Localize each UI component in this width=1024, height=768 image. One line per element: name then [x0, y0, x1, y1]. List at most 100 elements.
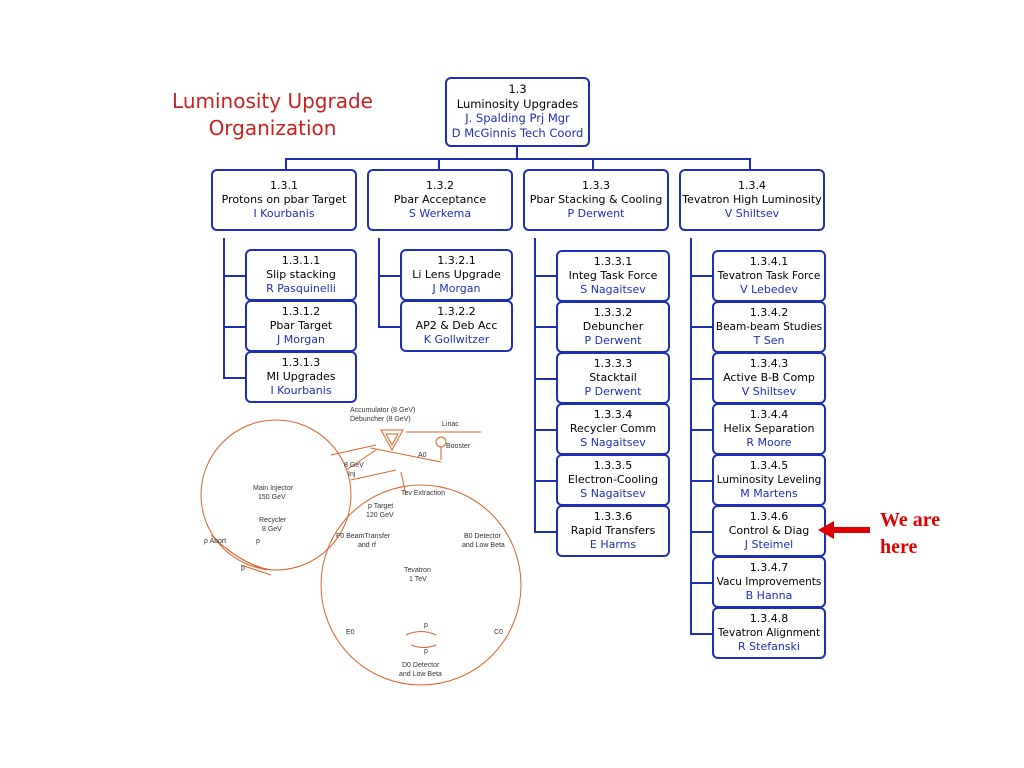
org-box-1-3-4-4: 1.3.4.4 Helix Separation R Moore [712, 403, 826, 455]
we-are-line-2: here [880, 536, 918, 558]
connector [223, 326, 245, 328]
map-label-f0-rf: and rf [358, 542, 376, 549]
connector [223, 377, 245, 379]
connector [690, 326, 712, 328]
map-label-inj: Inj [348, 471, 356, 478]
box-person: P Derwent [567, 207, 625, 220]
box-number: 1.3.2.1 [437, 254, 476, 267]
box-person: S Nagaitsev [580, 283, 646, 296]
box-person: R Pasquinelli [266, 282, 336, 295]
map-label-d0: D0 Detector [402, 662, 440, 669]
org-box-1-3-1-1: 1.3.1.1 Slip stacking R Pasquinelli [245, 249, 357, 301]
map-label-p-abort: p Abort [204, 538, 226, 545]
box-number: 1.3.4.6 [749, 510, 789, 523]
connector [223, 238, 225, 379]
org-box-1-3-2: 1.3.2 Pbar Acceptance S Werkema [367, 169, 513, 231]
map-label-booster: Booster [446, 443, 471, 450]
org-box-1-3-4-5: 1.3.4.5 Luminosity Leveling M Martens [712, 454, 826, 506]
box-person: T Sen [753, 334, 785, 347]
accelerator-map: Accumulator (8 GeV) Debuncher (8 GeV) Li… [200, 407, 522, 686]
map-label-p-target-energy: 120 GeV [366, 512, 394, 519]
box-number: 1.3.4.2 [749, 306, 789, 319]
box-person: M Martens [740, 487, 798, 500]
box-person: J. Spalding Prj Mgr [465, 111, 570, 125]
org-box-1-3-1-2: 1.3.1.2 Pbar Target J Morgan [245, 300, 357, 352]
connector [438, 158, 440, 170]
box-number: 1.3.2.2 [437, 305, 476, 318]
box-name: Debuncher [582, 320, 644, 333]
map-label-tevatron-energy: 1 TeV [409, 576, 427, 583]
connector [690, 582, 712, 584]
connector [534, 275, 556, 277]
connector [378, 326, 400, 328]
box-number: 1.3.3.2 [593, 306, 633, 319]
connector [749, 158, 751, 170]
connector [690, 275, 712, 277]
map-label-e0: E0 [346, 629, 355, 636]
map-label-b0-low-beta: and Low Beta [462, 542, 505, 549]
box-person: V Lebedev [740, 283, 798, 296]
box-number: 1.3.1 [270, 179, 298, 192]
box-number: 1.3.3.1 [593, 255, 633, 268]
box-person: J Morgan [432, 282, 481, 295]
map-label-recycler: Recycler [259, 517, 287, 524]
box-name: Active B-B Comp [723, 371, 815, 384]
map-label-f0: F0 BeamTransfer [336, 533, 391, 540]
connector [690, 480, 712, 482]
box-number: 1.3.1.3 [281, 356, 321, 369]
connector [516, 146, 518, 160]
box-name: Pbar Stacking & Cooling [529, 193, 663, 206]
connector [534, 378, 556, 380]
org-box-1-3-4-2: 1.3.4.2 Beam-beam Studies T Sen [712, 301, 826, 353]
org-box-1-3-2-2: 1.3.2.2 AP2 & Deb Acc K Gollwitzer [400, 300, 513, 352]
connector [534, 326, 556, 328]
box-number: 1.3.3.4 [593, 408, 633, 421]
connector [534, 238, 536, 533]
box-number: 1.3.4.7 [749, 561, 789, 574]
box-person: P Derwent [584, 385, 642, 398]
map-label-a0: A0 [418, 452, 427, 459]
box-number: 1.3.4.1 [749, 255, 789, 268]
map-label-accumulator: Accumulator (8 GeV) [350, 407, 415, 414]
box-person: I Kourbanis [253, 207, 315, 220]
map-label-p4: p [424, 648, 428, 655]
box-name: Tevatron High Luminosity [682, 193, 822, 206]
org-box-1-3-2-1: 1.3.2.1 Li Lens Upgrade J Morgan [400, 249, 513, 301]
box-person: B Hanna [745, 589, 793, 602]
box-person: S Werkema [408, 207, 472, 220]
title-line-2: Organization [208, 116, 337, 140]
box-person: J Morgan [277, 333, 325, 346]
connector [690, 633, 712, 635]
box-number: 1.3.4.4 [749, 408, 789, 421]
box-number: 1.3.4.3 [749, 357, 789, 370]
box-name: Luminosity Upgrades [456, 96, 579, 111]
connector [690, 238, 692, 634]
org-box-1-3-3-6: 1.3.3.6 Rapid Transfers E Harms [556, 505, 670, 557]
box-name: Helix Separation [723, 422, 815, 435]
box-person: D McGinnis Tech Coord [451, 125, 584, 140]
org-box-1-3-3-4: 1.3.3.4 Recycler Comm S Nagaitsev [556, 403, 670, 455]
box-name: Electron-Cooling [567, 473, 659, 486]
box-person: I Kourbanis [270, 384, 332, 397]
org-box-1-3-4-6: 1.3.4.6 Control & Diag J Steimel [712, 505, 826, 557]
box-number: 1.3.4.8 [749, 612, 789, 625]
title-line-1: Luminosity Upgrade [172, 89, 373, 113]
diagram-title: Luminosity Upgrade Organization [150, 88, 395, 142]
map-label-p-target: p Target [368, 503, 393, 510]
org-box-1-3-3-2: 1.3.3.2 Debuncher P Derwent [556, 301, 670, 353]
org-box-1-3-4-3: 1.3.4.3 Active B-B Comp V Shiltsev [712, 352, 826, 404]
org-box-1-3-4: 1.3.4 Tevatron High Luminosity V Shiltse… [679, 169, 825, 231]
we-are-line-1: We are [880, 509, 941, 531]
box-name: Tevatron Task Force [717, 270, 821, 282]
map-label-c0: C0 [494, 629, 503, 636]
org-box-root: 1.3 Luminosity Upgrades J. Spalding Prj … [445, 77, 590, 147]
box-name: Stacktail [589, 371, 637, 384]
box-number: 1.3.4.5 [749, 459, 789, 472]
box-person: R Moore [746, 436, 792, 449]
box-name: Beam-beam Studies [715, 321, 823, 333]
map-label-p3: p [424, 622, 428, 629]
map-label-tev-extraction: Tev Extraction [401, 490, 445, 497]
org-box-1-3-3-5: 1.3.3.5 Electron-Cooling S Nagaitsev [556, 454, 670, 506]
org-box-1-3-4-7: 1.3.4.7 Vacu Improvements B Hanna [712, 556, 826, 608]
map-label-recycler-energy: 8 GeV [262, 526, 282, 533]
